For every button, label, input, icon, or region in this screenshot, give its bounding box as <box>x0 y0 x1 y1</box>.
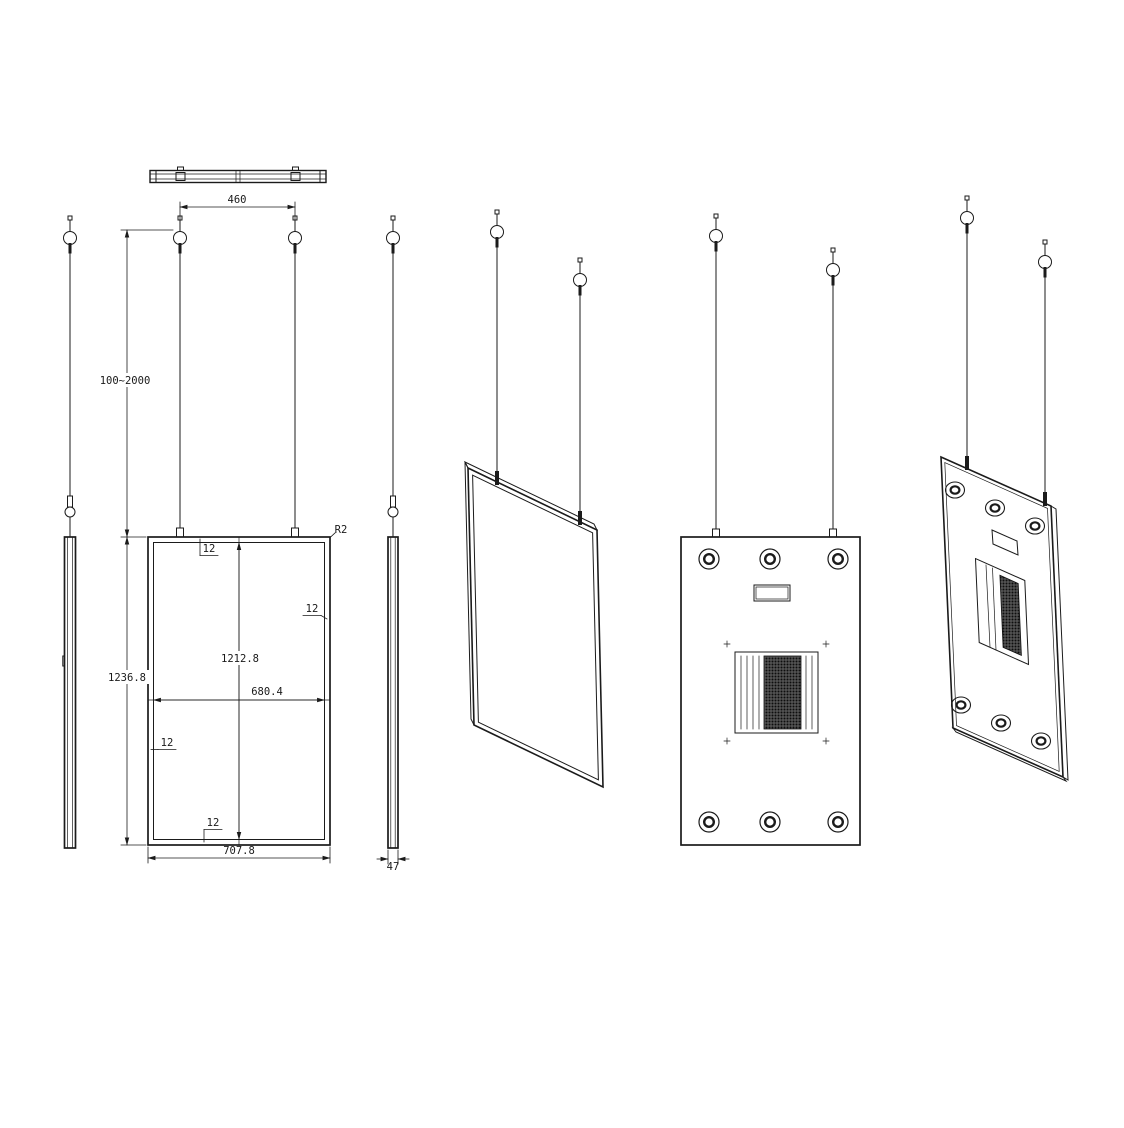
label-plate <box>991 529 1019 556</box>
mounting-grommet <box>1030 731 1052 751</box>
eye-bolt-icon <box>959 194 975 240</box>
mounting-grommet <box>697 547 721 571</box>
perspective-front-view <box>463 208 604 789</box>
panel-back-face <box>940 455 1064 779</box>
dim-margin-top: 12 <box>203 543 216 555</box>
panel-back-outline <box>680 536 861 846</box>
eye-bolt-icon <box>708 212 724 258</box>
thickness-dimension: 47 <box>376 849 410 873</box>
mounting-grommet <box>758 547 782 571</box>
mounting-grommet <box>826 547 850 571</box>
mounting-grommet <box>1024 516 1046 536</box>
dim-margin-right: 12 <box>306 603 319 615</box>
dim-corner-radius: R2 <box>335 524 348 536</box>
eye-bolt-icon <box>489 208 505 254</box>
label-plate <box>753 584 791 602</box>
panel-side-outline <box>63 536 77 849</box>
dim-margin-left: 12 <box>161 737 174 749</box>
mounting-grommet <box>984 498 1006 518</box>
side-view-left <box>62 214 78 849</box>
dim-thickness: 47 <box>387 861 400 873</box>
panel-front-face <box>467 466 604 789</box>
eye-bolt-icon <box>572 256 588 302</box>
dim-inner-width: 680.4 <box>251 686 283 698</box>
eye-bolt-icon <box>385 214 401 260</box>
mounting-grommet <box>826 810 850 834</box>
side-view-right: 47 <box>376 214 410 873</box>
mounting-grommet <box>697 810 721 834</box>
dim-inner-height: 1212.8 <box>221 653 259 665</box>
eye-bolt-icon <box>825 246 841 292</box>
screen-face <box>472 474 599 781</box>
eye-bolt-icon <box>1037 238 1053 284</box>
vent-grille <box>763 655 802 730</box>
vesa-bracket-outline <box>734 651 819 734</box>
mounting-grommet <box>758 810 782 834</box>
back-view <box>680 212 861 846</box>
vent-grille <box>999 574 1022 657</box>
front-view-dimensions: 460 100~2000 1236.8 1212.8 680.4 707.8 <box>99 194 348 864</box>
hanger-boss-right <box>290 172 301 181</box>
hanger-boss-left <box>175 172 186 181</box>
mounting-grommet <box>990 713 1012 733</box>
reference-marks <box>723 640 830 745</box>
top-view-mounting-bar <box>149 166 327 184</box>
dim-cable-length: 100~2000 <box>100 375 151 387</box>
hook-turnbuckle-icon <box>64 489 76 527</box>
dim-margin-bottom: 12 <box>207 817 220 829</box>
dim-panel-height: 1236.8 <box>108 672 146 684</box>
mounting-grommet <box>950 695 972 715</box>
mounting-grommet <box>944 480 966 500</box>
eye-bolt-icon <box>62 214 78 260</box>
dim-panel-width: 707.8 <box>223 845 255 857</box>
vesa-bracket-outline <box>974 557 1030 666</box>
dim-hanger-spacing: 460 <box>228 194 247 206</box>
panel-side-outline <box>387 536 399 849</box>
perspective-back-view <box>940 194 1069 783</box>
hook-turnbuckle-icon <box>387 489 399 527</box>
